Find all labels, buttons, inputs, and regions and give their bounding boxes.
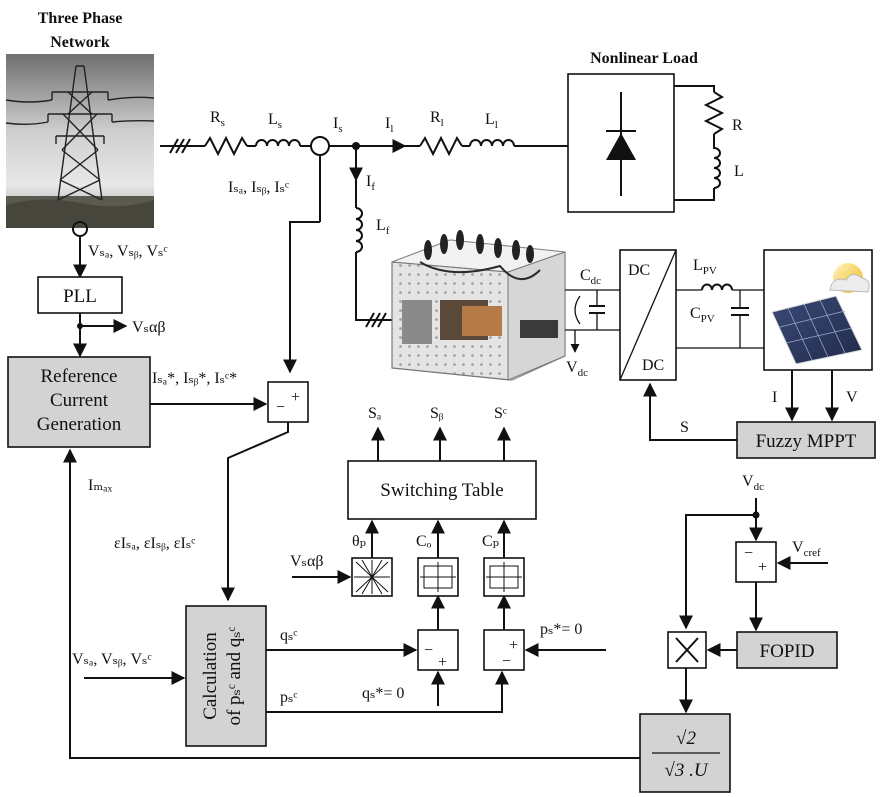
load-r-label: R [732,117,743,134]
load-title: Nonlinear Load [590,50,698,67]
gain-denominator: √3 .U [664,760,708,781]
q-hysteresis-block [418,558,458,596]
ref-label-line1: Reference [41,366,118,387]
pv-panel-icon [764,250,872,370]
dc-bottom-label: DC [642,357,664,374]
mppt-s-label: S [680,419,689,436]
ll-label: Ll [485,111,498,131]
cpv-label: CPV [690,305,715,325]
network-title-line1: Three Phase [38,10,123,27]
source-inductor-icon [256,140,300,146]
fopid-label: FOPID [760,641,815,662]
mppt-i-label: I [772,389,777,406]
cq-label: Cₒ [416,533,432,550]
sa-label: Sₐ [368,405,382,422]
ps-ref-label: pₛ*= 0 [540,621,582,638]
valphabeta-input-label: Vₛαβ [290,553,323,570]
power-line [160,137,568,155]
ls-label: Ls [268,111,282,131]
source-voltages-label: Vₛₐ, Vₛᵦ, Vₛᶜ [88,243,168,260]
calc-inputs-label: Vₛₐ, Vₛᵦ, Vₛᶜ [72,651,152,668]
switching-table-label: Switching Table [380,480,503,501]
voltage-error-summer [736,542,776,582]
source-currents-label: Iₛₐ, Iₛᵦ, Iₛᶜ [228,179,289,196]
is-label: Is [333,115,343,135]
svg-text:−: − [424,642,433,659]
load-inductor-icon [470,140,514,146]
dc-link-capacitor-icon [589,290,605,330]
current-error-summer [268,382,308,422]
imax-label: Iₘₐₓ [88,477,113,494]
lpv-label: LPV [693,257,717,277]
inverter-image [392,230,565,380]
pv-inductor-icon [702,285,732,290]
rs-label: Rs [210,109,225,129]
sector-selector-block [352,558,392,596]
il-label: Il [385,115,393,135]
ref-label-line3: Generation [37,414,122,435]
fuzzy-mppt-label: Fuzzy MPPT [756,431,857,452]
source-resistor-icon [205,138,247,154]
pv-capacitor-icon [731,290,749,348]
mppt-v-label: V [846,389,858,406]
pll-output-label: Vₛαβ [132,319,165,336]
gain-numerator: √2 [676,728,696,749]
three-phase-network: Three Phase Network [6,10,154,228]
sc-label: Sᶜ [494,405,507,422]
svg-text:+: + [509,637,518,654]
error-currents-label: εIₛₐ, εIₛᵦ, εIₛᶜ [114,535,195,552]
load-resistor-icon [420,138,462,154]
dc-top-label: DC [628,262,650,279]
cp-label: Cₚ [482,533,499,550]
svg-text:−: − [276,399,285,416]
p-hysteresis-block [484,558,524,596]
svg-text:−: − [502,653,511,670]
current-sensor-icon [311,137,329,155]
rl-label: Rl [430,109,444,129]
load-inductance-icon [714,134,720,188]
transmission-tower-image [6,54,154,228]
calc-label-line1: Calculation [200,632,221,720]
if-label: If [366,173,375,193]
pll-label: PLL [63,286,97,307]
multiplier-block [668,632,706,668]
cdc-label: Cdc [580,267,601,287]
svg-text:−: − [744,545,753,562]
load-l-label: L [734,163,744,180]
ref-currents-label: Iₛₐ*, Iₛᵦ*, Iₛᶜ* [152,370,237,387]
calc-label-line2: of pₛᶜ and qₛᶜ [224,626,245,725]
vdc-feedback-label: Vdc [742,473,764,493]
sb-label: Sᵦ [430,405,444,422]
theta-label: θₚ [352,533,366,550]
filter-inductor-icon [356,208,362,252]
ref-label-line2: Current [50,390,109,411]
vdc-label: Vdc [566,359,588,379]
svg-text:+: + [438,654,447,671]
load-resistance-icon [706,92,722,134]
psc-label: pₛᶜ [280,689,297,706]
network-title-line2: Network [50,34,110,51]
lf-label: Lf [376,217,390,237]
qs-ref-label: qₛ*= 0 [362,685,404,702]
vcref-label: Vcref [792,539,821,559]
qsc-label: qₛᶜ [280,627,297,644]
svg-text:+: + [291,389,300,406]
svg-text:+: + [758,559,767,576]
